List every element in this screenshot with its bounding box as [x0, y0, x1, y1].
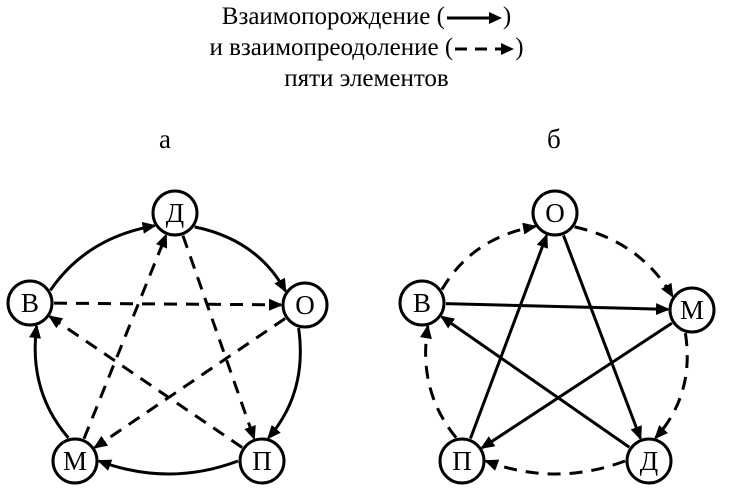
generation-arrow-Д-В — [440, 315, 631, 449]
node-circle-М — [51, 437, 99, 485]
title-line-3: пяти элементов — [0, 64, 733, 94]
panel-a-label: а — [159, 124, 171, 154]
generation-arrow-М-П — [480, 321, 673, 450]
panel-b-label: б — [547, 124, 561, 154]
node-circle-П — [438, 437, 486, 485]
legend-dashed-paren-close: ) — [515, 34, 524, 61]
node-label-Д: Д — [166, 198, 184, 228]
overcoming-arrow-В-О — [440, 222, 538, 291]
overcoming-arrow-П-В — [48, 315, 244, 449]
legend-dashed-arrow — [455, 43, 515, 56]
generation-arrow-П-О — [469, 233, 548, 440]
node-label-О: О — [295, 290, 315, 320]
panel-a: Д О П М В — [6, 189, 329, 485]
node-label-П: П — [252, 446, 272, 476]
node-label-Д: Д — [640, 446, 658, 476]
title-overcoming-text: и взаимопреодоление — [209, 34, 439, 61]
overcoming-arrow-Д-П — [484, 459, 626, 476]
title-five-elements-text: пяти элементов — [284, 65, 449, 92]
node-circle-П — [238, 437, 286, 485]
generation-arrow-П-М — [97, 459, 239, 476]
node-circle-О — [531, 189, 579, 237]
generation-arrow-О-Д — [562, 234, 642, 441]
node-circle-Д — [625, 437, 673, 485]
node-label-В: В — [21, 288, 39, 318]
node-circle-В — [398, 279, 446, 327]
node-label-П: П — [452, 446, 472, 476]
generation-arrow-М-В — [29, 324, 70, 439]
node-circle-О — [281, 281, 329, 329]
node-label-В: В — [413, 288, 431, 318]
legend-solid-arrow — [446, 12, 502, 25]
generation-arrow-О-П — [267, 327, 302, 440]
title-generation-text: Взаимопорождение — [221, 3, 431, 30]
generation-arrow-Д-О — [194, 225, 287, 293]
legend-solid-paren-open: ( — [436, 3, 445, 30]
title-line-2: и взаимопреодоление ( ) — [0, 33, 733, 63]
overcoming-arrow-Д-П — [181, 235, 256, 441]
node-circle-М — [668, 286, 716, 334]
node-circle-Д — [151, 189, 199, 237]
node-label-О: О — [545, 198, 565, 228]
generation-arrow-В-Д — [49, 221, 157, 292]
title-line-1: Взаимопорождение ( ) — [0, 2, 733, 32]
legend-dashed-paren-open: ( — [444, 34, 454, 61]
overcoming-arrow-М-Д — [82, 233, 168, 440]
overcoming-arrow-П-В — [420, 324, 458, 439]
panel-b: О М Д П В — [398, 189, 716, 485]
overcoming-arrow-В-О — [53, 298, 284, 311]
legend-solid-paren-close: ) — [502, 3, 512, 30]
overcoming-arrow-М-Д — [654, 332, 689, 440]
overcoming-arrow-О-М — [93, 317, 286, 449]
node-label-М: М — [63, 446, 87, 476]
node-label-М: М — [680, 295, 704, 325]
node-circle-В — [6, 279, 54, 327]
overcoming-arrow-О-М — [574, 225, 674, 298]
generation-arrow-В-М — [445, 302, 671, 316]
